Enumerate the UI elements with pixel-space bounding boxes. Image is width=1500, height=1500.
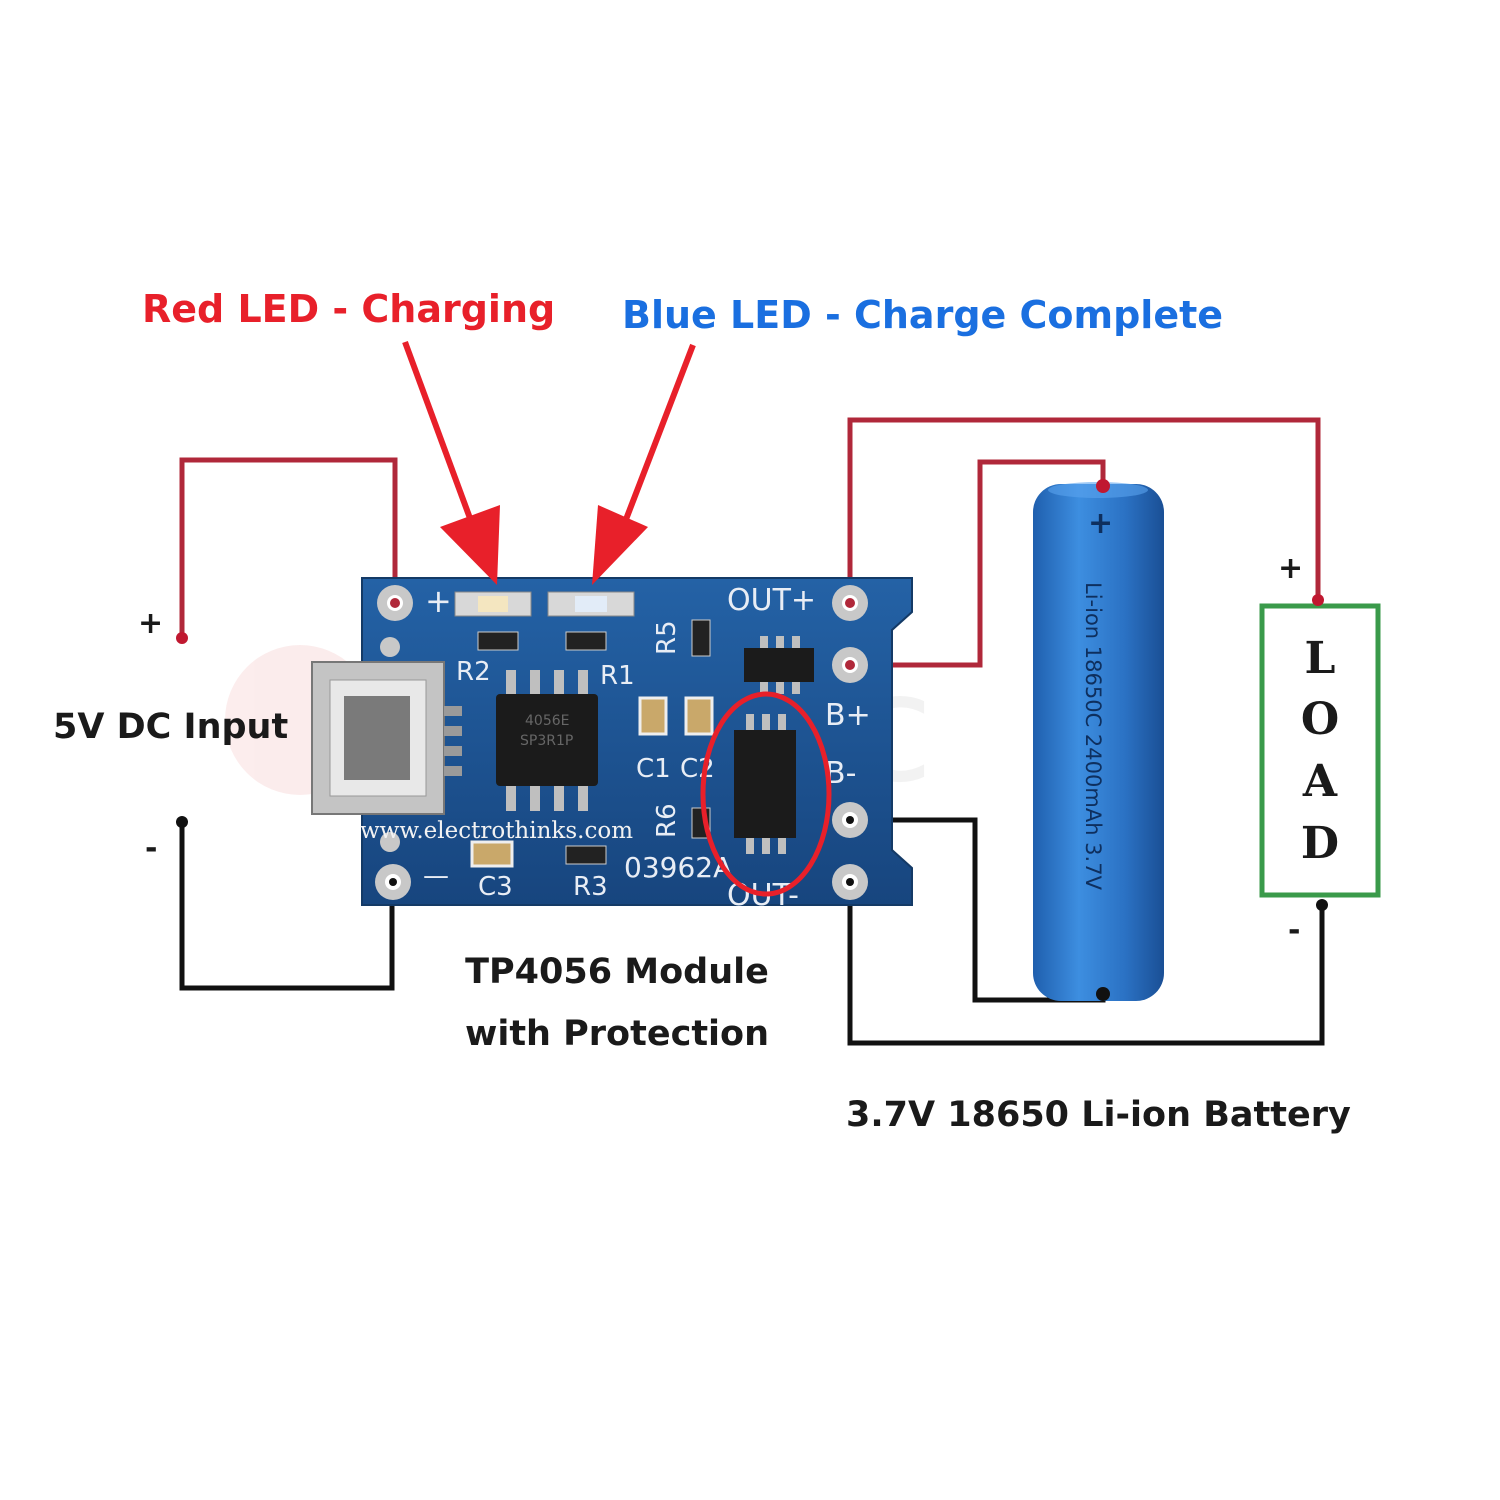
pcb-label-r1: R1 — [600, 661, 635, 691]
ic-marking-2: SP3R1P — [520, 733, 573, 749]
pad-battery-positive — [832, 647, 868, 683]
protection-highlight-circle — [700, 691, 832, 897]
pad-input-negative — [375, 864, 411, 900]
module-label-line1: TP4056 Module — [465, 952, 769, 992]
battery-body — [1033, 484, 1164, 1001]
protection-mosfet — [744, 636, 814, 694]
pad-battery-negative — [832, 802, 868, 838]
input-positive-terminal — [176, 632, 188, 644]
pad-small — [380, 637, 400, 657]
load-letter: O — [1301, 694, 1339, 745]
pcb-label-r5: R5 — [652, 620, 682, 655]
input-plus-label: + — [138, 606, 163, 641]
resistor-r5 — [691, 619, 711, 657]
input-positive-wire — [179, 457, 398, 638]
pcb-label-b-plus: B+ — [825, 698, 871, 733]
pcb-label-c1: C1 — [636, 754, 671, 784]
load-plus-label: + — [1278, 551, 1303, 586]
resistor-r1 — [565, 631, 607, 651]
pcb-label-plus: + — [425, 582, 452, 620]
resistor-r2 — [477, 631, 519, 651]
battery-print: Li-ion 18650C 2400mAh 3.7V — [1081, 582, 1105, 891]
out-positive-wire — [847, 417, 1321, 603]
load-letter: D — [1301, 818, 1339, 869]
load-box: L O A D — [1259, 594, 1381, 911]
pcb-label-minus: — — [423, 861, 449, 891]
input-label: 5V DC Input — [53, 707, 288, 747]
battery-caption: 3.7V 18650 Li-ion Battery — [846, 1095, 1351, 1135]
battery-plus-sign: + — [1088, 506, 1113, 541]
pad-out-negative — [832, 864, 868, 900]
module-label-line2: with Protection — [465, 1014, 769, 1054]
blue-led-component — [547, 591, 635, 617]
pcb-website: www.electrothinks.com — [360, 818, 633, 844]
capacitor-c1 — [638, 696, 668, 736]
tp4056-ic: 4056E SP3R1P — [496, 670, 598, 811]
protection-ic — [734, 714, 796, 854]
blue-led-label: Blue LED - Charge Complete — [622, 293, 1223, 337]
load-border — [1259, 603, 1381, 898]
capacitor-c3 — [470, 840, 514, 868]
battery-positive-wire — [850, 459, 1106, 668]
load-negative-terminal — [1316, 899, 1328, 911]
input-negative-wire — [179, 822, 395, 991]
pcb-label-c2: C2 — [680, 754, 715, 784]
input-negative-terminal — [176, 816, 188, 828]
load-minus-label: - — [1288, 913, 1300, 948]
red-led-label: Red LED - Charging — [142, 287, 555, 331]
pcb-label-r6: R6 — [652, 803, 682, 838]
red-led-arrow — [402, 340, 500, 585]
pcb-label-r2: R2 — [456, 657, 491, 687]
load-positive-terminal — [1312, 594, 1324, 606]
capacitor-c2 — [684, 696, 714, 736]
pcb-label-out-plus: OUT+ — [727, 583, 816, 618]
battery-negative-terminal — [1096, 987, 1110, 1001]
resistor-r3 — [565, 845, 607, 865]
out-negative-wire — [847, 882, 1325, 1046]
input-minus-label: - — [145, 831, 157, 866]
red-led-component — [454, 591, 532, 617]
pcb-label-r3: R3 — [573, 872, 608, 902]
micro-usb-port[interactable] — [311, 661, 462, 815]
battery-positive-terminal — [1096, 479, 1110, 493]
li-ion-battery: + Li-ion 18650C 2400mAh 3.7V — [1033, 479, 1164, 1001]
ic-marking-1: 4056E — [525, 713, 569, 729]
pcb-label-c3: C3 — [478, 872, 513, 902]
load-letter: A — [1302, 756, 1338, 807]
pad-small — [380, 832, 400, 852]
tp4056-board: + — OUT+ B+ B- OUT- R2 R1 R3 R5 R6 C1 C2… — [311, 577, 913, 913]
load-letter: L — [1305, 633, 1336, 684]
pad-out-positive — [832, 585, 868, 621]
pad-input-positive — [377, 585, 413, 621]
blue-led-arrow — [592, 343, 696, 585]
